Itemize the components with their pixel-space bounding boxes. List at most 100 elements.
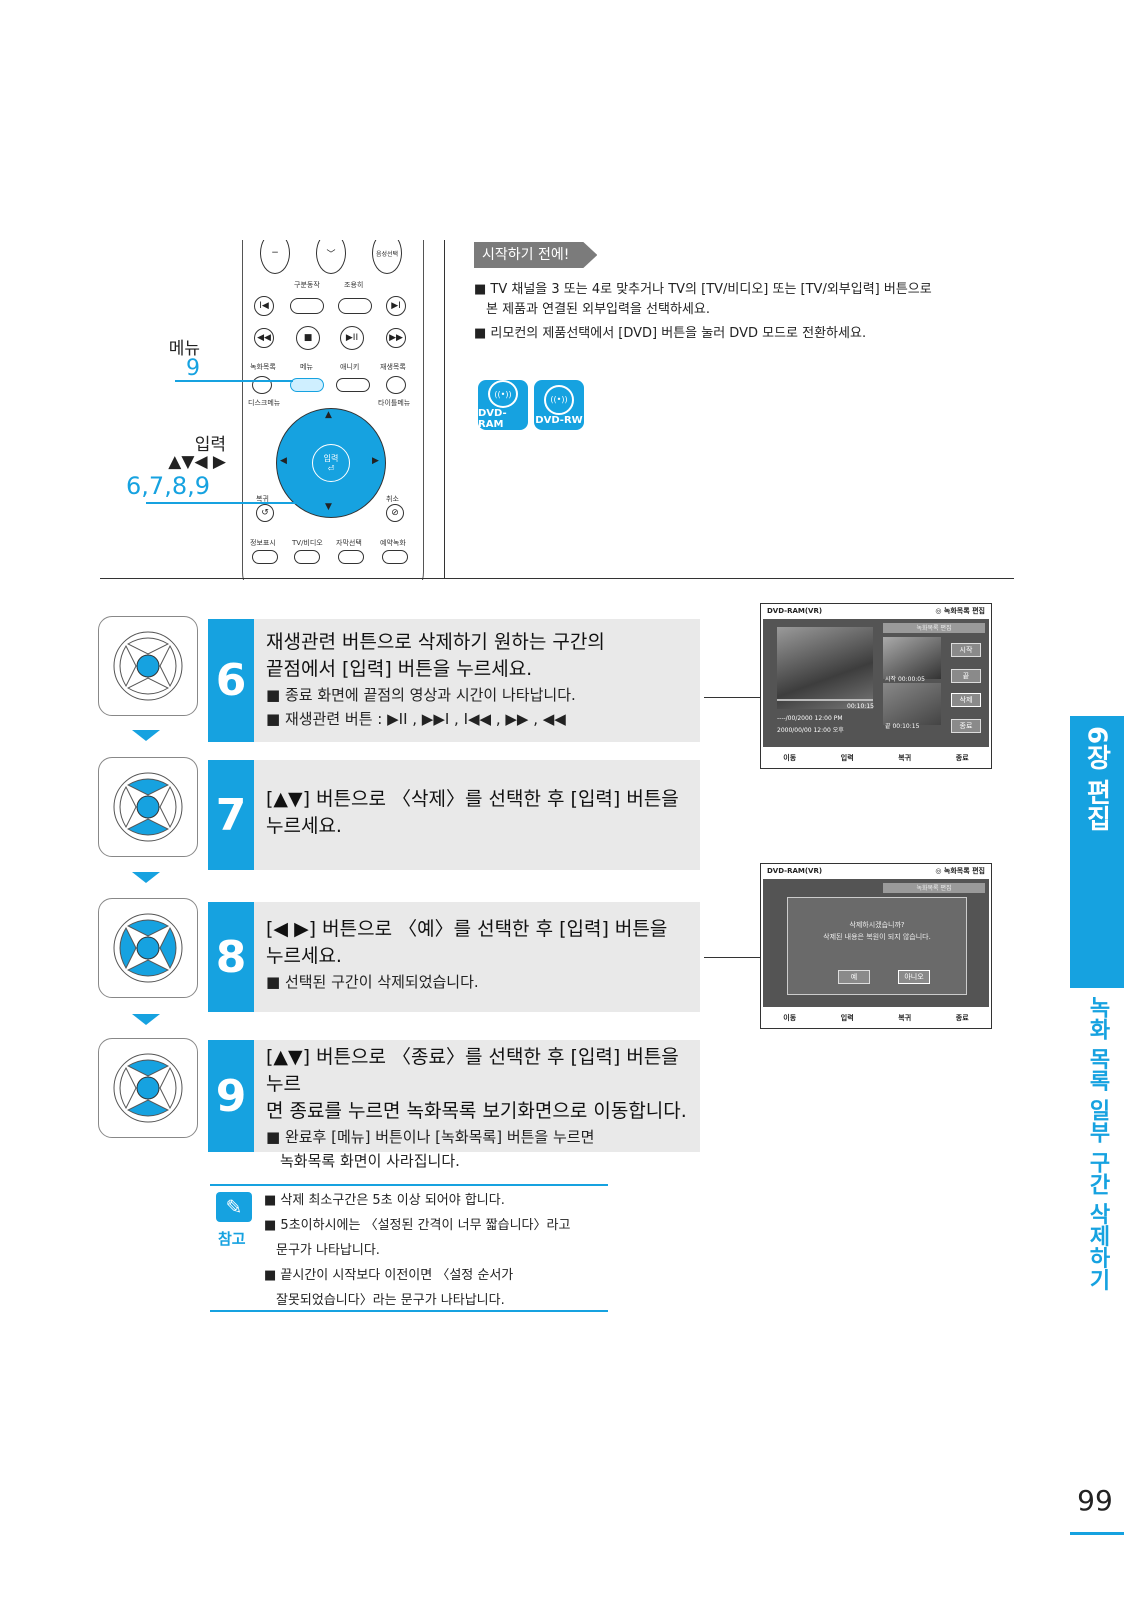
connector-line [704, 957, 760, 958]
step-title: 누르세요. [266, 815, 342, 837]
tv-video-button [294, 550, 320, 564]
step-title: [▲▼] 버튼으로 〈삭제〉를 선택한 후 [입력] 버튼을 [266, 788, 679, 810]
disc-menu-label: 디스크메뉴 [248, 399, 281, 407]
note-bullet-continued: 잘못되었습니다〉라는 문구가 나타납니다. [276, 1293, 505, 1308]
info-button [252, 550, 278, 564]
note-label: 참고 [218, 1230, 246, 1248]
arrow-keys-label: ▲▼◀ ▶ [168, 452, 226, 472]
dpad-up [126, 778, 170, 796]
arrow-down-icon: ▼ [325, 502, 332, 512]
delete-button: 삭제 [951, 693, 981, 707]
exit-button: 종료 [951, 719, 981, 733]
dpad-left [119, 785, 137, 829]
menu-callout-line [175, 380, 293, 382]
screen-title: ◎ 녹화목록 편집 [935, 607, 985, 615]
step-title: 끝점에서 [입력] 버튼을 누르세요. [266, 658, 533, 680]
step-bullet: 녹화목록 화면이 사라집니다. [280, 1152, 460, 1170]
menu-callout-label: 메뉴 [168, 339, 200, 359]
info-label: 정보표시 [250, 539, 276, 547]
dpad-right [159, 926, 177, 970]
screen-main: 녹화목록 편집 시작 끝 삭제 종료 시작 00:00:05 끝 00:10:1… [763, 619, 989, 747]
step-number: 9 [208, 1040, 254, 1152]
arrow-down-icon [132, 872, 160, 883]
note-bullet: ■ 5초이하시에는 〈설정된 간격이 너무 짧습니다〉라고 [264, 1218, 571, 1233]
dpad-up [126, 1059, 170, 1077]
cancel-icon: ⊘ [386, 504, 404, 522]
note-bottom-rule [210, 1310, 608, 1312]
reserve-label: 예약녹화 [380, 539, 406, 547]
screen-subtitle: 녹화목록 편집 [883, 883, 985, 893]
date-2: 2000/00/00 12:00 오후 [777, 727, 844, 734]
dvd-ram-disc-icon: ((•)) DVD-RAM [478, 380, 528, 430]
skip-forward-icon: ▶I [386, 296, 406, 316]
stop-icon: ■ [296, 326, 320, 350]
dpad-enter [136, 654, 160, 678]
screen-footer: 이동 입력 복귀 종료 [761, 1008, 991, 1028]
screen-footer: 이동 입력 복귀 종료 [761, 748, 991, 768]
connector-line [704, 697, 760, 698]
bullet-2-text: 리모컨의 제품선택에서 [DVD] 버튼을 눌러 DVD 모드로 전환하세요. [490, 326, 867, 341]
enter-callout-label: 입력 [194, 435, 226, 455]
bullet-1-line-2: 본 제품과 연결된 외부입력을 선택하세요. [486, 302, 710, 317]
footer-enter: 입력 [840, 754, 854, 762]
bullet-1: ■ TV 채널을 3 또는 4로 맞추거나 TV의 [TV/비디오] 또는 [T… [474, 282, 932, 297]
footer-enter: 입력 [840, 1014, 854, 1022]
screen-main: 녹화목록 편집 삭제하시겠습니까? 삭제된 내용은 복원이 되지 않습니다. 예… [763, 879, 989, 1007]
dpad-enter [136, 936, 160, 960]
dpad-down [126, 818, 170, 836]
dpad-right [159, 644, 177, 688]
footer-exit: 종료 [955, 1014, 969, 1022]
dpad-up [126, 919, 170, 937]
start-thumbnail [883, 637, 941, 679]
dpad-down [126, 677, 170, 695]
confirm-dialog: 삭제하시겠습니까? 삭제된 내용은 복원이 되지 않습니다. 예 아니오 [787, 897, 967, 995]
enter-callout-line [146, 502, 296, 504]
progress-bar [777, 699, 873, 701]
rec-list-button [252, 376, 272, 394]
disc-icon: ((•)) [488, 380, 518, 408]
return-icon: ↺ [256, 504, 274, 522]
screen-header: DVD-RAM(VR) ◎ 녹화목록 편집 [761, 604, 991, 618]
step-bullet-text: 종료 화면에 끝점의 영상과 시간이 나타납니다. [284, 686, 576, 704]
play-pause-icon: ▶II [340, 326, 364, 350]
footer-move: 이동 [783, 754, 797, 762]
screen-title: ◎ 녹화목록 편집 [935, 867, 985, 875]
date-1: ----/00/2000 12:00 PM [777, 715, 843, 722]
audio-select-button: 음성선택 [372, 240, 402, 274]
dialog-line-1: 삭제하시겠습니까? [849, 921, 905, 929]
section-tab: 녹화 목록 일부 구간 삭제하기 [1070, 996, 1124, 1306]
pill-button [338, 298, 372, 314]
return-label: 복귀 [256, 495, 269, 503]
arrow-down-icon [132, 1014, 160, 1025]
gubun-label: 구분동작 [294, 281, 320, 289]
menu-button [290, 378, 324, 392]
arrow-right-icon: ▶ [372, 456, 379, 466]
anykey-button [336, 378, 370, 392]
screen-confirm: DVD-RAM(VR) ◎ 녹화목록 편집 녹화목록 편집 삭제하시겠습니까? … [760, 863, 992, 1029]
step-bullet: ■ 재생관련 버튼 : ▶II , ▶▶I , I◀◀ , ▶▶ , ◀◀ [266, 710, 566, 728]
screen-subtitle: 녹화목록 편집 [883, 623, 985, 633]
start-time-label: 시작 [885, 676, 897, 683]
arrow-left-icon: ◀ [280, 456, 287, 466]
dpad-icons [113, 631, 183, 1123]
footer-return: 복귀 [898, 754, 912, 762]
page-number-rule [1070, 1532, 1124, 1535]
dpad-left [119, 1066, 137, 1110]
step-bullet-text: 재생관련 버튼 : ▶II , ▶▶I , I◀◀ , ▶▶ , ◀◀ [284, 710, 566, 728]
dpad-enter [136, 795, 160, 819]
anykey-label: 애니키 [340, 363, 360, 371]
dpad-down [126, 959, 170, 977]
screen-header: DVD-RAM(VR) ◎ 녹화목록 편집 [761, 864, 991, 878]
fast-forward-icon: ▶▶ [386, 328, 406, 348]
enter-button: 입력⏎ [312, 444, 350, 482]
note-bullet-continued: 문구가 나타납니다. [276, 1243, 380, 1258]
footer-move: 이동 [783, 1014, 797, 1022]
dpad-left [119, 644, 137, 688]
step-number: 7 [208, 760, 254, 870]
playlist-label: 재생목록 [380, 363, 406, 371]
note-bullet-text: 삭제 최소구간은 5초 이상 되어야 합니다. [280, 1193, 505, 1208]
note-bullet-text: 5초이하시에는 〈설정된 간격이 너무 짧습니다〉라고 [280, 1218, 571, 1233]
footer-return: 복귀 [898, 1014, 912, 1022]
step-7-box: [▲▼] 버튼으로 〈삭제〉를 선택한 후 [입력] 버튼을 누르세요. [254, 760, 700, 870]
disc-mode: DVD-RAM(VR) [767, 867, 823, 875]
